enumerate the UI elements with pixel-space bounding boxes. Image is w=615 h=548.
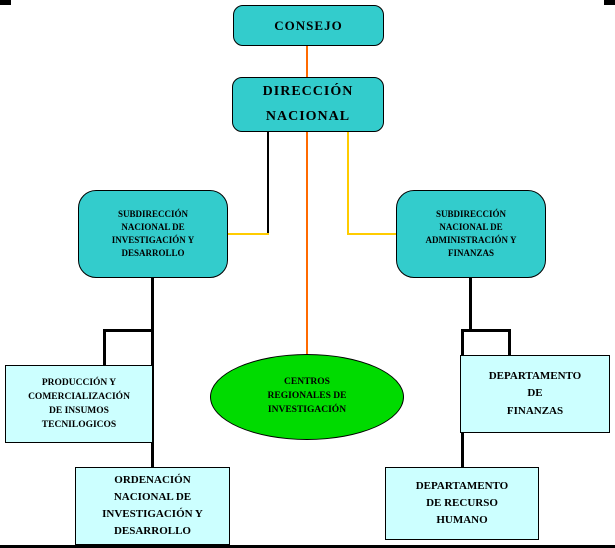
node-departamento-recurso-humano-label: DEPARTAMENTO DE RECURSO HUMANO [415,479,509,527]
node-direccion-nacional: DIRECCIÓN NACIONAL [232,77,384,132]
node-direccion-nacional-label: DIRECCIÓN NACIONAL [262,84,354,124]
node-departamento-recurso-humano: DEPARTAMENTO DE RECURSO HUMANO [385,467,539,540]
bottom-border-bar [0,545,615,548]
connector-subadministracion-vertical [469,277,472,332]
top-left-corner-mark [0,0,11,5]
connector-direccion-centros-regionales [306,132,308,355]
connector-consejo-direccion [306,46,308,77]
node-subdireccion-investigacion: SUBDIRECCIÓN NACIONAL DE INVESTIGACIÓN Y… [78,190,228,278]
connector-direccion-subdireccion-investigacion [228,233,269,235]
node-ordenacion-nacional-label: ORDENACIÓN NACIONAL DE INVESTIGACIÓN Y D… [102,473,203,538]
node-departamento-finanzas: DEPARTAMENTO DE FINANZAS [460,355,610,433]
connector-direccion-subdireccion-administracion [347,233,396,235]
node-consejo-label: CONSEJO [274,17,343,33]
node-ordenacion-nacional: ORDENACIÓN NACIONAL DE INVESTIGACIÓN Y D… [75,467,230,545]
node-departamento-finanzas-label: DEPARTAMENTO DE FINANZAS [488,370,582,417]
node-produccion-comercializacion-label: PRODUCCIÓN Y COMERCIALIZACIÓN DE INSUMOS… [28,377,130,431]
node-produccion-comercializacion: PRODUCCIÓN Y COMERCIALIZACIÓN DE INSUMOS… [5,365,153,443]
node-subdireccion-investigacion-label: SUBDIRECCIÓN NACIONAL DE INVESTIGACIÓN Y… [111,208,195,259]
node-subdireccion-administracion: SUBDIRECCIÓN NACIONAL DE ADMINISTRACIÓN … [396,190,546,278]
connector-branch-produccion [103,329,106,366]
connector-direccion-right-vertical [347,132,349,234]
node-centros-regionales-label: CENTROS REGIONALES DE INVESTIGACIÓN [267,377,347,415]
node-subdireccion-administracion-label: SUBDIRECCIÓN NACIONAL DE ADMINISTRACIÓN … [425,208,517,259]
connector-direccion-left-vertical [267,132,269,234]
connector-branch-left-horizontal [103,329,154,332]
top-right-corner-mark [604,0,615,5]
connector-branch-right-horizontal [461,329,511,332]
connector-branch-finanzas [508,329,511,356]
node-centros-regionales: CENTROS REGIONALES DE INVESTIGACIÓN [210,354,404,440]
node-consejo: CONSEJO [233,5,384,46]
